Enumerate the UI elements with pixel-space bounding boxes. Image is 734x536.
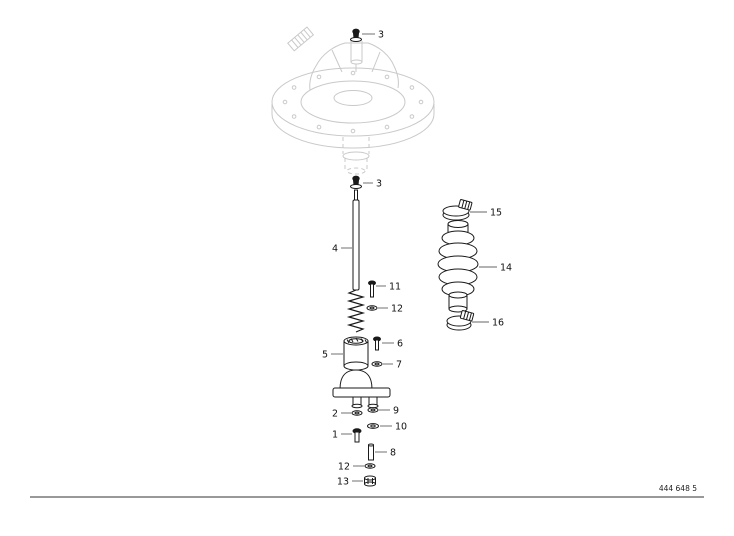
- callout-11: 11: [389, 282, 401, 293]
- ghost-gearbox: [271, 26, 435, 175]
- part-7-washer: [371, 361, 383, 367]
- part-12-lower-washer: [364, 463, 376, 469]
- part-6-bolt: [373, 336, 381, 351]
- leader-lines: [331, 33, 497, 482]
- part-12-upper-washer: [366, 305, 378, 311]
- part-3-top-fitting: [350, 28, 362, 42]
- callout-2: 2: [332, 409, 338, 420]
- part-3-lower-fitting: [350, 175, 362, 189]
- callout-9: 9: [393, 406, 399, 417]
- part-5-bushing: [343, 336, 369, 371]
- parts: [332, 28, 479, 487]
- housing-body: [332, 369, 391, 409]
- part-10-washer: [367, 423, 379, 429]
- part-4-shaft: [352, 189, 360, 291]
- callout-15: 15: [490, 208, 502, 219]
- drawing-number: 444 648 5: [659, 484, 697, 493]
- callout-12-lower: 12: [338, 462, 350, 473]
- footer: 444 648 5: [30, 484, 704, 498]
- part-14-bellows: [437, 220, 479, 313]
- part-11-bolt: [368, 280, 376, 298]
- callout-12-upper: 12: [391, 304, 403, 315]
- part-16-clamp: [446, 310, 475, 331]
- callout-16: 16: [492, 318, 504, 329]
- part-1-bolt: [352, 428, 362, 443]
- callout-10: 10: [395, 422, 407, 433]
- callout-8: 8: [390, 448, 396, 459]
- callout-14: 14: [500, 263, 512, 274]
- callouts: 3 3 4 11 12 6 5 7 9 2 10 1 8 12 13 15 14…: [322, 30, 512, 488]
- part-2-washer: [351, 410, 363, 416]
- part-15-clamp: [442, 199, 473, 221]
- callout-3-top: 3: [378, 30, 384, 41]
- part-9-washer: [367, 407, 379, 413]
- callout-13: 13: [337, 477, 349, 488]
- callout-1: 1: [332, 430, 338, 441]
- spring: [346, 289, 366, 333]
- callout-4: 4: [332, 244, 338, 255]
- part-13-nut: [364, 475, 376, 487]
- callout-6: 6: [397, 339, 403, 350]
- callout-7: 7: [396, 360, 402, 371]
- callout-3-lower: 3: [376, 179, 382, 190]
- callout-5: 5: [322, 350, 328, 361]
- ghost-spline-shaft-icon: [287, 26, 315, 52]
- part-8-sleeve: [368, 443, 374, 461]
